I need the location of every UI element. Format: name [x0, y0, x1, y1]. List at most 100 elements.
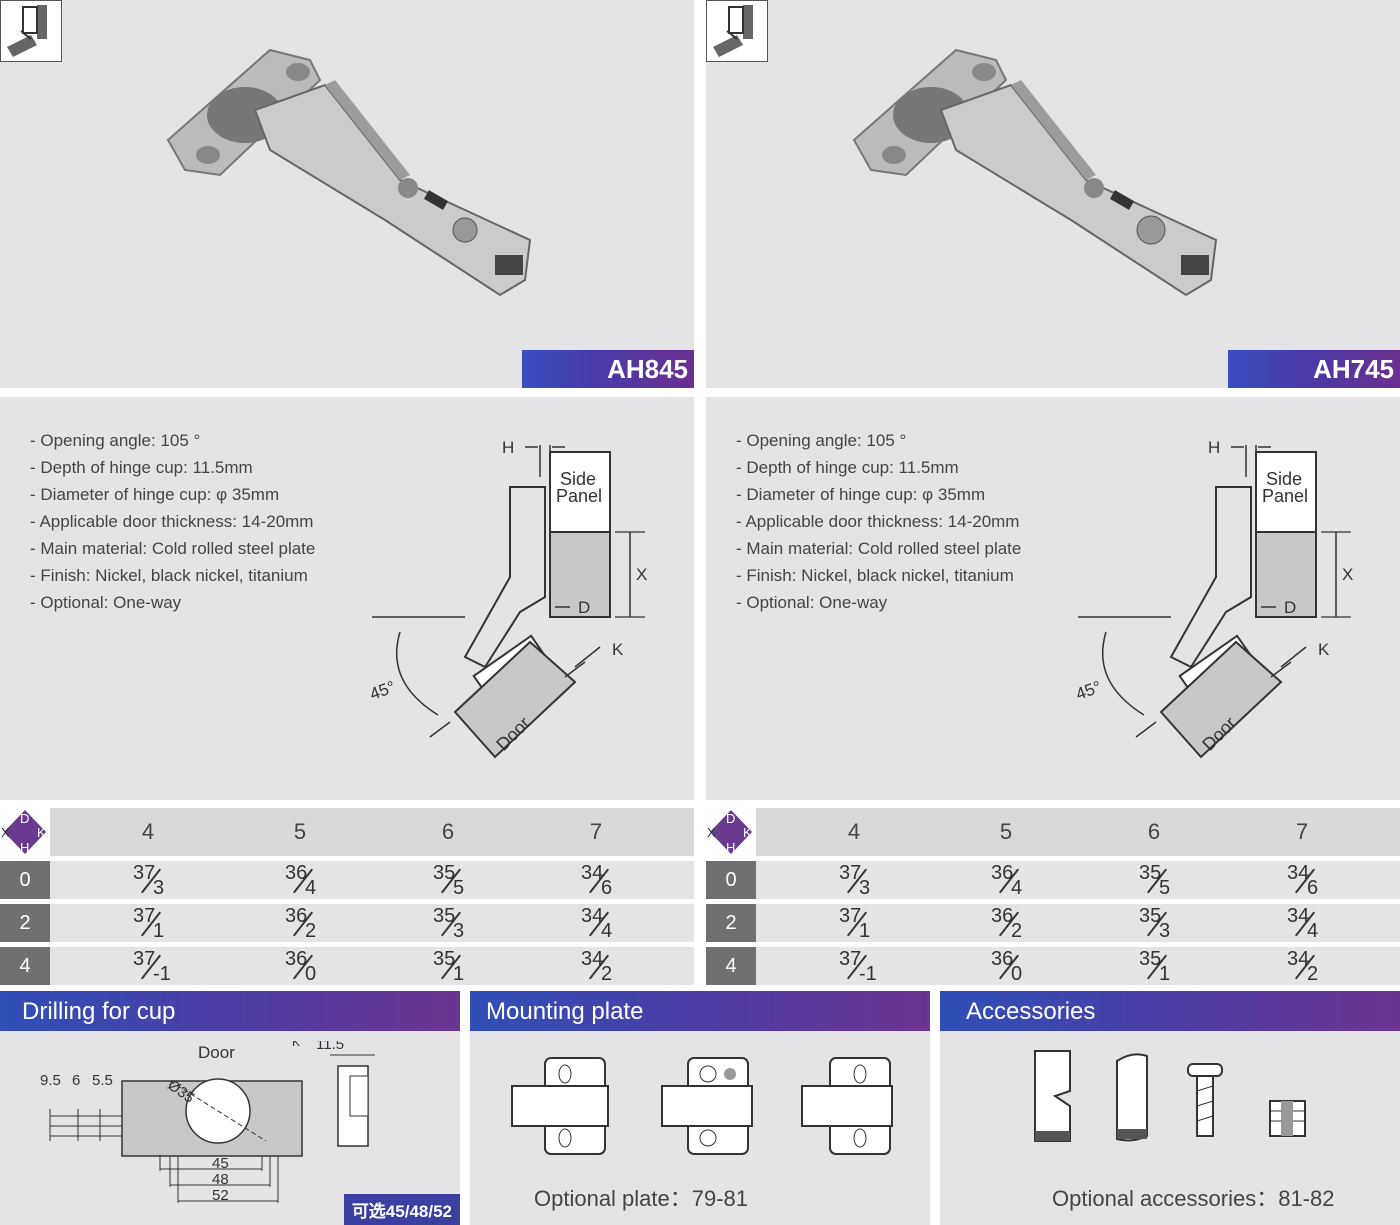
cell-denominator: 4 [305, 877, 317, 899]
svg-text:X: X [1, 825, 10, 840]
cell-numerator: 36 [285, 862, 308, 884]
spec-list: - Opening angle: 105 ° - Depth of hinge … [736, 427, 1021, 616]
cell-numerator: 34 [581, 905, 604, 927]
product-photo-panel-ah745: AH745 [706, 0, 1400, 388]
hinge-photo-ah845 [166, 48, 532, 297]
cell-numerator: 34 [581, 862, 604, 884]
cell-denominator: 0 [305, 963, 317, 985]
spec-item: - Applicable door thickness: 14-20mm [30, 512, 314, 531]
dim-h-label: H [502, 438, 514, 457]
cell-numerator: 37 [133, 862, 156, 884]
dim-x-label: X [1342, 565, 1353, 584]
cell-numerator: 35 [1139, 862, 1162, 884]
mounting-section: Mounting plate Optional plate：79-81 [470, 991, 930, 1225]
svg-text:6: 6 [72, 1072, 80, 1089]
cell-numerator: 35 [433, 862, 456, 884]
panel-label: Panel [1262, 486, 1308, 506]
svg-text:K: K [292, 1041, 300, 1049]
accessories-caption: Optional accessories：81-82 [1052, 1186, 1335, 1211]
dim-d-label: D [1284, 598, 1296, 617]
drilling-section: Drilling for cup Door K 11.5 9.5 6 5.5 Ø… [0, 991, 460, 1225]
angle-label: 45° [367, 677, 398, 704]
hinge-diagram: H Side Panel X D K 45° Door [367, 438, 647, 759]
spec-item: - Diameter of hinge cup: φ 35mm [30, 485, 280, 504]
cell-numerator: 36 [285, 905, 308, 927]
mounting-plate-2 [661, 1057, 753, 1155]
cell-numerator: 34 [1287, 948, 1310, 970]
spec-panel-ah745: - Opening angle: 105 ° - Depth of hinge … [706, 397, 1400, 800]
table-corner-key: D H X K [0, 808, 50, 856]
section-title: Mounting plate [470, 991, 930, 1031]
cell-denominator: 6 [1307, 877, 1319, 899]
cell-denominator: 2 [1011, 920, 1023, 942]
section-title: Accessories [940, 991, 1400, 1031]
model-tag: AH745 [1228, 350, 1400, 388]
cell-numerator: 34 [581, 948, 604, 970]
column-header: 6 [441, 819, 455, 844]
spec-item: - Depth of hinge cup: 11.5mm [30, 458, 253, 477]
cell-denominator: 2 [1307, 963, 1319, 985]
svg-text:9.5: 9.5 [40, 1072, 61, 1089]
cell-numerator: 35 [433, 905, 456, 927]
mounting-plate-1 [511, 1057, 609, 1155]
row-header: 2 [706, 904, 756, 942]
cell-numerator: 34 [1287, 862, 1310, 884]
cell-denominator: 4 [1307, 920, 1319, 942]
side-label: Side [560, 469, 596, 489]
cell-numerator: 37 [839, 862, 862, 884]
option-badge: 可选45/48/52 [343, 1194, 460, 1225]
svg-text:H: H [20, 840, 29, 855]
svg-text:K: K [743, 825, 752, 840]
hinge-diagram: H Side Panel X D K 45° Door [1073, 438, 1353, 759]
svg-text:45: 45 [212, 1155, 229, 1172]
cell-denominator: 2 [305, 920, 317, 942]
drilling-diagram: Door K 11.5 9.5 6 5.5 Ø35 45 48 52 [40, 1041, 375, 1204]
svg-text:X: X [707, 825, 716, 840]
cell-numerator: 36 [991, 862, 1014, 884]
svg-text:K: K [37, 825, 46, 840]
section-title: Drilling for cup [0, 991, 460, 1031]
spec-item: - Opening angle: 105 ° [30, 431, 201, 450]
table-header: D H X K 4 5 6 7 [0, 808, 694, 856]
table-cell: 37-1 [829, 947, 889, 985]
mounting-plate-3 [801, 1057, 893, 1155]
cell-numerator: 37 [839, 905, 862, 927]
row-header: 0 [706, 861, 756, 899]
panel-label: Panel [556, 486, 602, 506]
dim-k-label: K [1318, 640, 1330, 659]
row-header: 4 [0, 947, 50, 985]
svg-text:D: D [20, 811, 29, 826]
row-header: 2 [0, 904, 50, 942]
cell-numerator: 35 [1139, 948, 1162, 970]
cell-numerator: 36 [991, 905, 1014, 927]
accessories-section: Accessories Optional accessories：81-82 [940, 991, 1400, 1225]
product-photo-panel-ah845: AH845 [0, 0, 694, 388]
spec-item: - Diameter of hinge cup: φ 35mm [736, 485, 986, 504]
cell-denominator: 5 [1159, 877, 1171, 899]
column-header: 7 [589, 819, 603, 844]
cell-denominator: 5 [453, 877, 465, 899]
column-header: 4 [141, 819, 155, 844]
svg-text:Door: Door [198, 1043, 235, 1062]
cell-numerator: 35 [433, 948, 456, 970]
end-cap-icon [1116, 1053, 1148, 1142]
cell-denominator: 1 [1159, 963, 1171, 985]
